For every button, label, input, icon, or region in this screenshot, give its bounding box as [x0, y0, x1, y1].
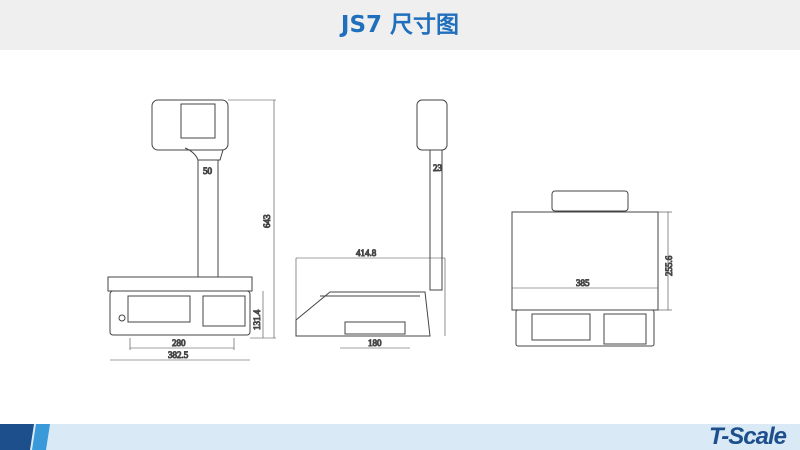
dim-front-base-width: 382.5: [168, 350, 189, 360]
brand-logo: T-Scale: [708, 423, 787, 450]
dim-top-width: 385: [576, 278, 590, 288]
dim-front-base-height: 131.4: [252, 309, 262, 330]
page-title: JS7 尺寸图: [340, 12, 460, 38]
dim-side-column-depth: 23: [433, 163, 443, 173]
dim-front-total-height: 643: [262, 214, 272, 228]
front-view: [107, 99, 276, 361]
dim-front-feet-span: 280: [172, 338, 186, 348]
footer-stripe-icon: [0, 424, 50, 450]
dim-side-feet-span: 180: [368, 338, 382, 348]
side-view: [295, 99, 448, 349]
dim-top-depth: 255.6: [664, 255, 674, 276]
top-view: [511, 190, 672, 347]
dim-side-total-depth: 414.8: [356, 248, 377, 258]
dim-front-column-width: 50: [203, 166, 213, 176]
header-bar: JS7 尺寸图: [0, 0, 800, 50]
footer-bar: T-Scale: [0, 424, 800, 450]
